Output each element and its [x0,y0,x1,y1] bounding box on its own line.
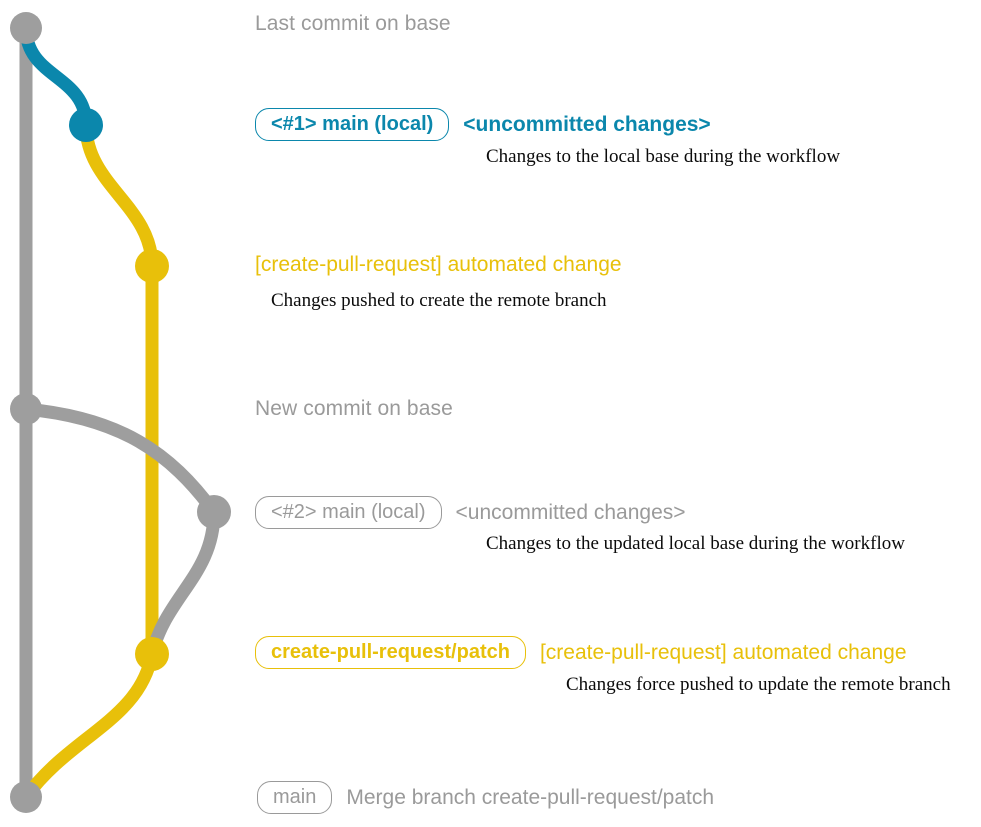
row-last-commit: Last commit on base [255,12,451,36]
description-pushed-create-branch: Changes pushed to create the remote bran… [271,290,607,311]
row-main-local-2: <#2> main (local) <uncommitted changes> [255,496,686,529]
row-new-commit: New commit on base [255,397,453,421]
description-local-changes-2: Changes to the updated local base during… [486,533,905,554]
title-merge-branch: Merge branch create-pull-request/patch [346,785,715,809]
label-line: main Merge branch create-pull-request/pa… [257,781,714,814]
row-merge: main Merge branch create-pull-request/pa… [257,781,714,814]
row-automated-change-1: [create-pull-request] automated change [255,253,622,277]
badge-main-local-1[interactable]: <#1> main (local) [255,108,450,141]
badge-main[interactable]: main [257,781,333,814]
badge-create-pull-request-patch[interactable]: create-pull-request/patch [255,636,526,669]
label-line: create-pull-request/patch [create-pull-r… [255,636,907,669]
title-automated-change-2: [create-pull-request] automated change [539,640,907,664]
badge-main-local-2[interactable]: <#2> main (local) [255,496,442,529]
label-line: [create-pull-request] automated change [255,253,622,277]
heading-last-commit-on-base: Last commit on base [255,12,451,35]
description-local-changes-1: Changes to the local base during the wor… [486,146,841,167]
row-automated-change-2: create-pull-request/patch [create-pull-r… [255,636,907,669]
heading-new-commit-on-base: New commit on base [255,397,453,420]
row-main-local-1: <#1> main (local) <uncommitted changes> [255,108,711,141]
description-force-pushed: Changes force pushed to update the remot… [566,674,951,695]
title-automated-change-1: [create-pull-request] automated change [255,253,622,276]
title-uncommitted-changes-1: <uncommitted changes> [463,112,711,136]
label-line: <#1> main (local) <uncommitted changes> [255,108,711,141]
title-uncommitted-changes-2: <uncommitted changes> [455,500,686,524]
label-line: <#2> main (local) <uncommitted changes> [255,496,686,529]
